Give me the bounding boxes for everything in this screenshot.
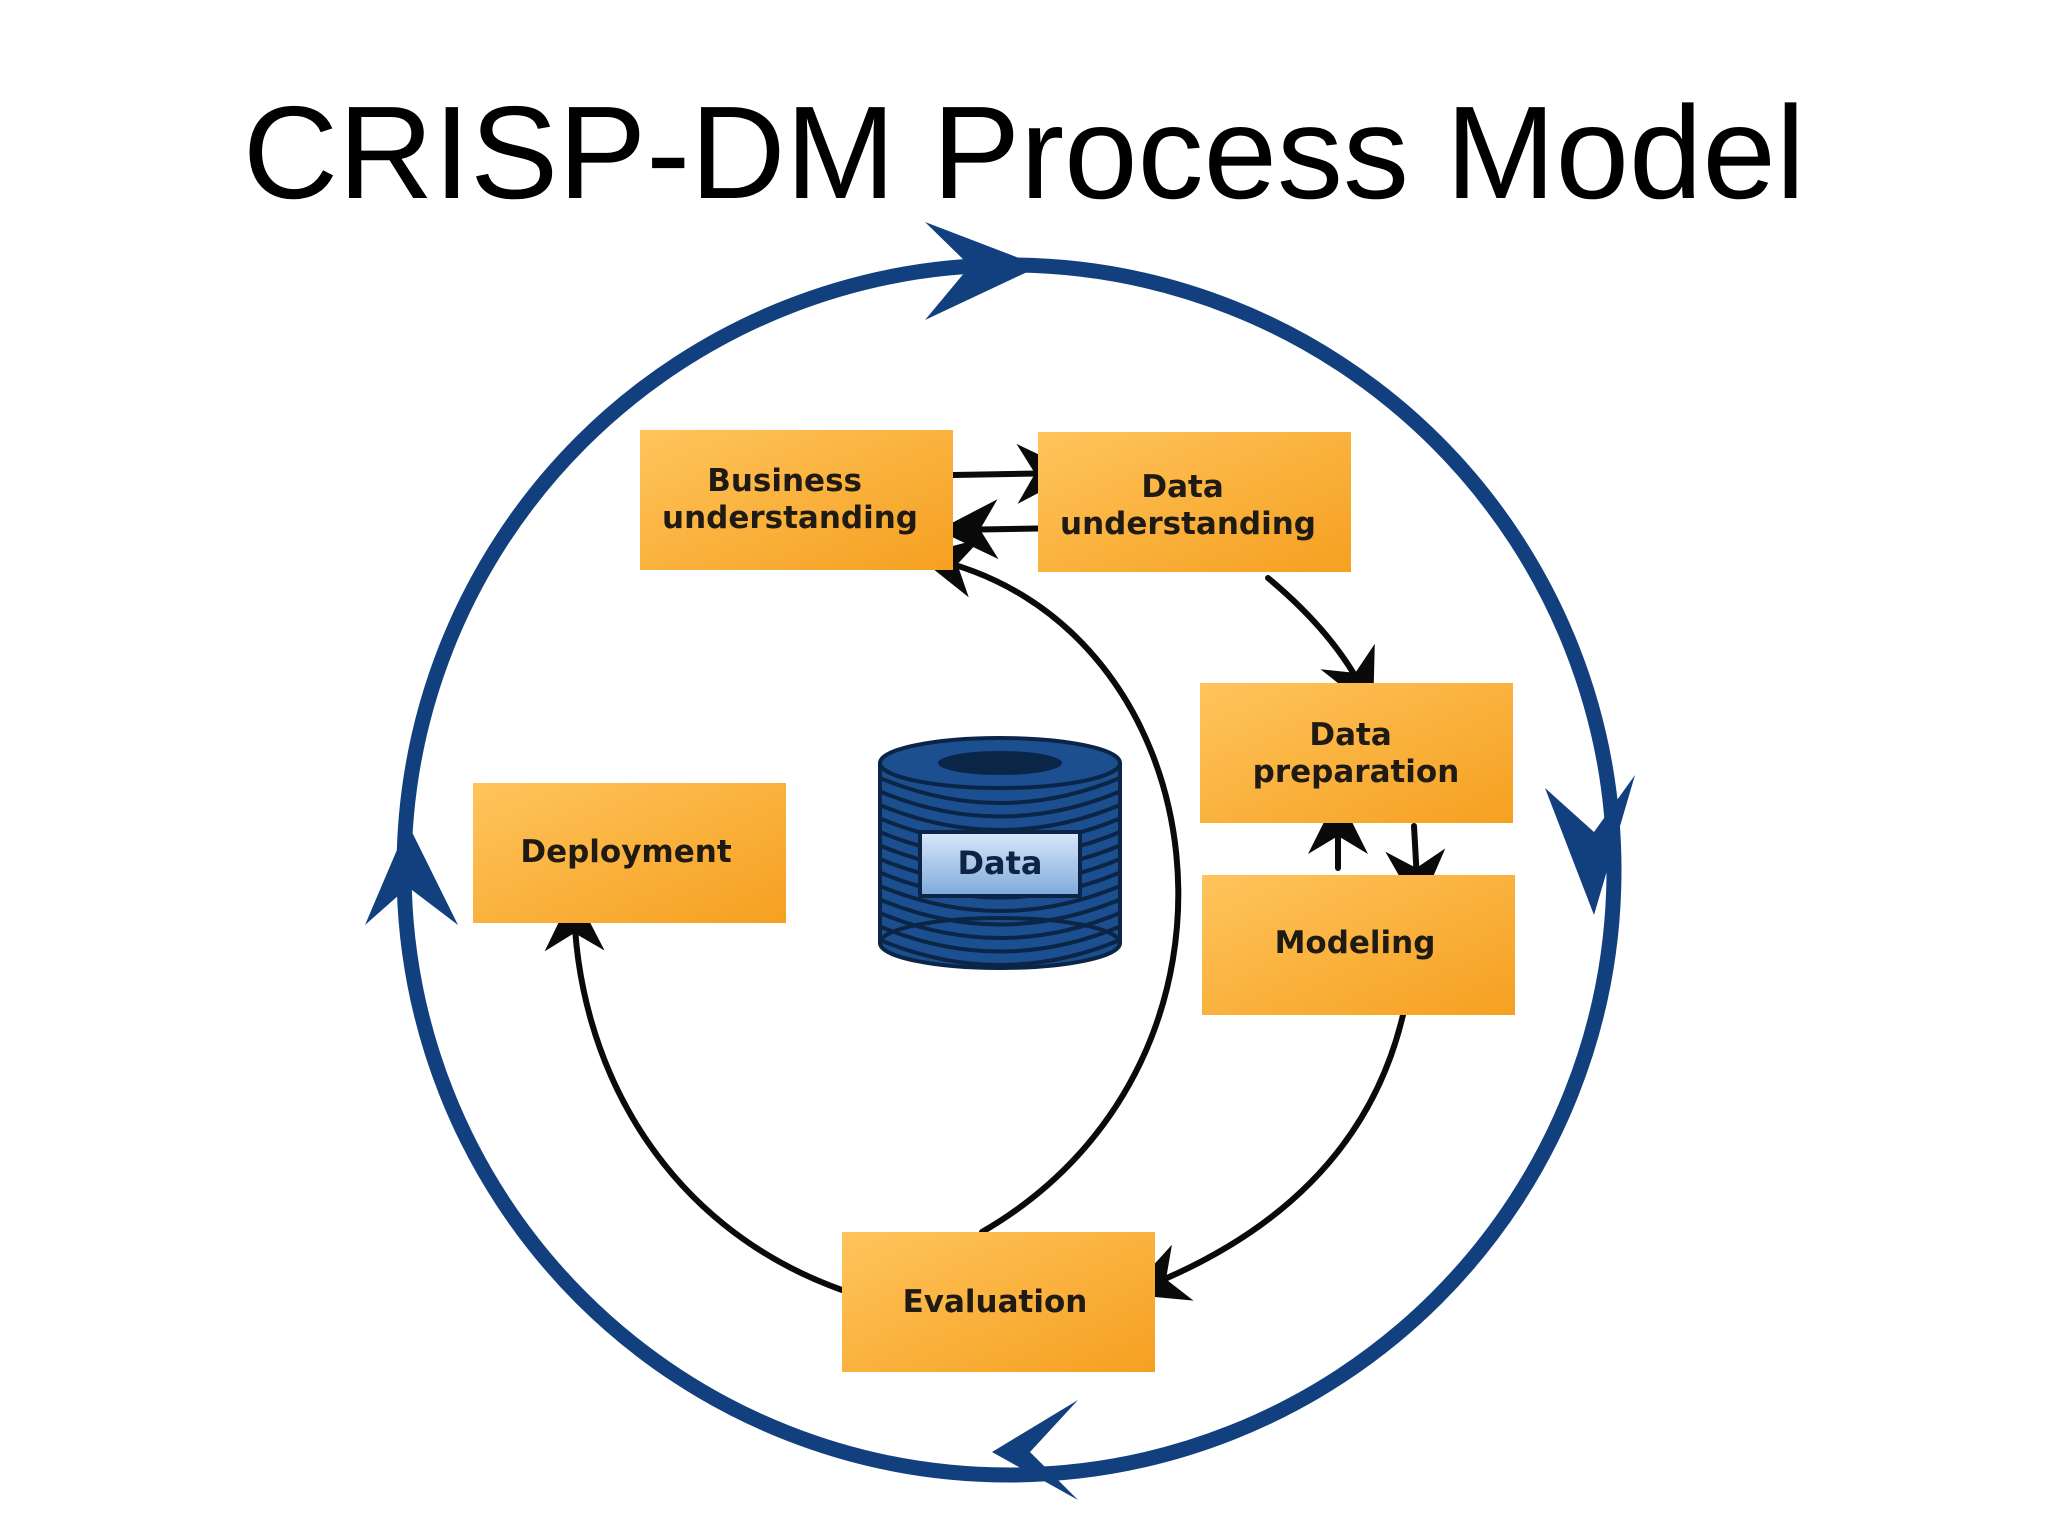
- database-icon: Data: [878, 736, 1122, 970]
- svg-text:Business understanding: Business understanding: [662, 463, 918, 536]
- arrow-evaluation-to-deployment: [544, 891, 845, 1293]
- outer-arrowhead-top: [925, 222, 1040, 320]
- svg-text:Data understanding: Data understanding: [1060, 469, 1316, 542]
- phase-data-preparation: Data preparation: [1200, 683, 1513, 823]
- outer-arrowhead-bottom: [992, 1400, 1078, 1500]
- phase-label-modeling: Modeling: [1275, 925, 1436, 961]
- phase-evaluation: Evaluation: [842, 1232, 1155, 1372]
- disk-line: [879, 924, 1121, 954]
- disk-line: [879, 884, 1121, 913]
- phase-label-data-preparation-line1: Data: [1309, 717, 1391, 753]
- disk-line: [879, 938, 1121, 967]
- disk-line: [879, 911, 1121, 940]
- phase-label-data-preparation-line2: preparation: [1253, 754, 1460, 790]
- phase-deployment: Deployment: [473, 783, 786, 923]
- phase-label-data-understanding-line2: understanding: [1060, 506, 1316, 542]
- database-top-hole: [938, 751, 1062, 775]
- phase-modeling: Modeling: [1202, 875, 1515, 1015]
- phase-label-business-line1: Business: [707, 463, 862, 499]
- outer-arrowhead-left: [365, 824, 458, 925]
- phase-label-deployment: Deployment: [520, 834, 731, 870]
- arrow-evaluation-to-business: [916, 538, 1182, 1235]
- disk-line: [879, 789, 1121, 819]
- phase-business-understanding: Business understanding: [640, 430, 953, 570]
- outer-cycle-arrowheads: [365, 222, 1635, 1500]
- phase-label-business-line2: understanding: [662, 500, 918, 536]
- outer-arrowhead-right: [1545, 775, 1635, 915]
- svg-text:Data preparation: Data preparation: [1253, 717, 1460, 790]
- arrow-modeling-to-evaluation: [1126, 1012, 1406, 1301]
- phase-label-data-understanding-line1: Data: [1141, 469, 1223, 505]
- phase-data-understanding: Data understanding: [1038, 432, 1351, 572]
- database-label: Data: [957, 844, 1042, 882]
- arrow-data-understanding-to-preparation: [1265, 575, 1375, 711]
- disk-line: [879, 776, 1121, 805]
- phase-label-evaluation: Evaluation: [903, 1284, 1088, 1320]
- page-title: CRISP-DM Process Model: [242, 79, 1806, 226]
- disk-line: [879, 897, 1121, 927]
- database-label-plate: [918, 830, 1082, 898]
